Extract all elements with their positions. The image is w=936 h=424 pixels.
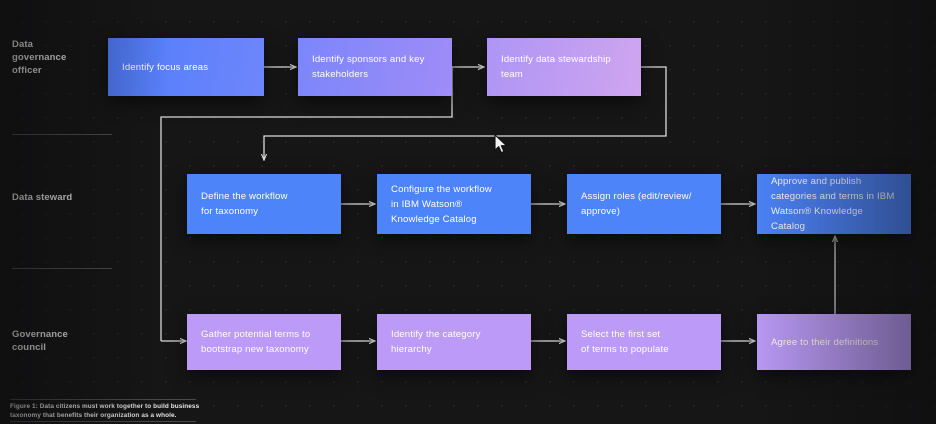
figure-caption: Figure 1: Data citizens must work togeth… [10,403,200,419]
lane-label-data-steward: Data steward [12,192,73,203]
node-label: Identify the category hierarchy [391,329,481,355]
caption-rule-bottom [10,421,196,422]
lane-label-data-governance-officer: Data governance officer [12,39,67,76]
node-label: Approve and publish categories and terms… [771,176,895,232]
node-define-the-workflow-for-taxonomy[interactable]: Define the workflow for taxonomy [187,174,341,234]
lane-label-governance-council: Governance council [12,329,68,353]
node-configure-the-workflow-in-ibm-watson-knowledge-catalog[interactable]: Configure the workflow in IBM Watson® Kn… [377,174,531,234]
node-label: Define the workflow for taxonomy [201,191,288,217]
node-label: Identify data stewardship team [501,54,611,80]
lane-divider-bottom [12,268,112,269]
node-identify-sponsors-and-key-stakeholders[interactable]: Identify sponsors and key stakeholders [298,38,452,96]
node-label: Select the first set of terms to populat… [581,329,669,355]
node-label: Configure the workflow in IBM Watson® Kn… [391,183,492,225]
node-agree-to-their-definitions[interactable]: Agree to their definitions [757,314,911,370]
lane-divider-top [12,134,112,135]
caption-rule-top [10,399,196,400]
mouse-cursor [494,134,509,160]
node-identify-data-stewardship-team[interactable]: Identify data stewardship team [487,38,641,96]
node-assign-roles-edit-review-approve[interactable]: Assign roles (edit/review/ approve) [567,174,721,234]
node-label: Agree to their definitions [771,336,879,348]
node-identify-focus-areas[interactable]: Identify focus areas [108,38,264,96]
node-label: Gather potential terms to bootstrap new … [201,329,311,355]
node-label: Assign roles (edit/review/ approve) [581,191,692,217]
node-select-the-first-set-of-terms-to-populate[interactable]: Select the first set of terms to populat… [567,314,721,370]
node-identify-the-category-hierarchy[interactable]: Identify the category hierarchy [377,314,531,370]
node-label: Identify sponsors and key stakeholders [312,54,425,80]
node-label: Identify focus areas [122,61,209,73]
node-approve-and-publish-categories-and-terms[interactable]: Approve and publish categories and terms… [757,174,911,234]
node-gather-potential-terms-to-bootstrap-new-taxonomy[interactable]: Gather potential terms to bootstrap new … [187,314,341,370]
